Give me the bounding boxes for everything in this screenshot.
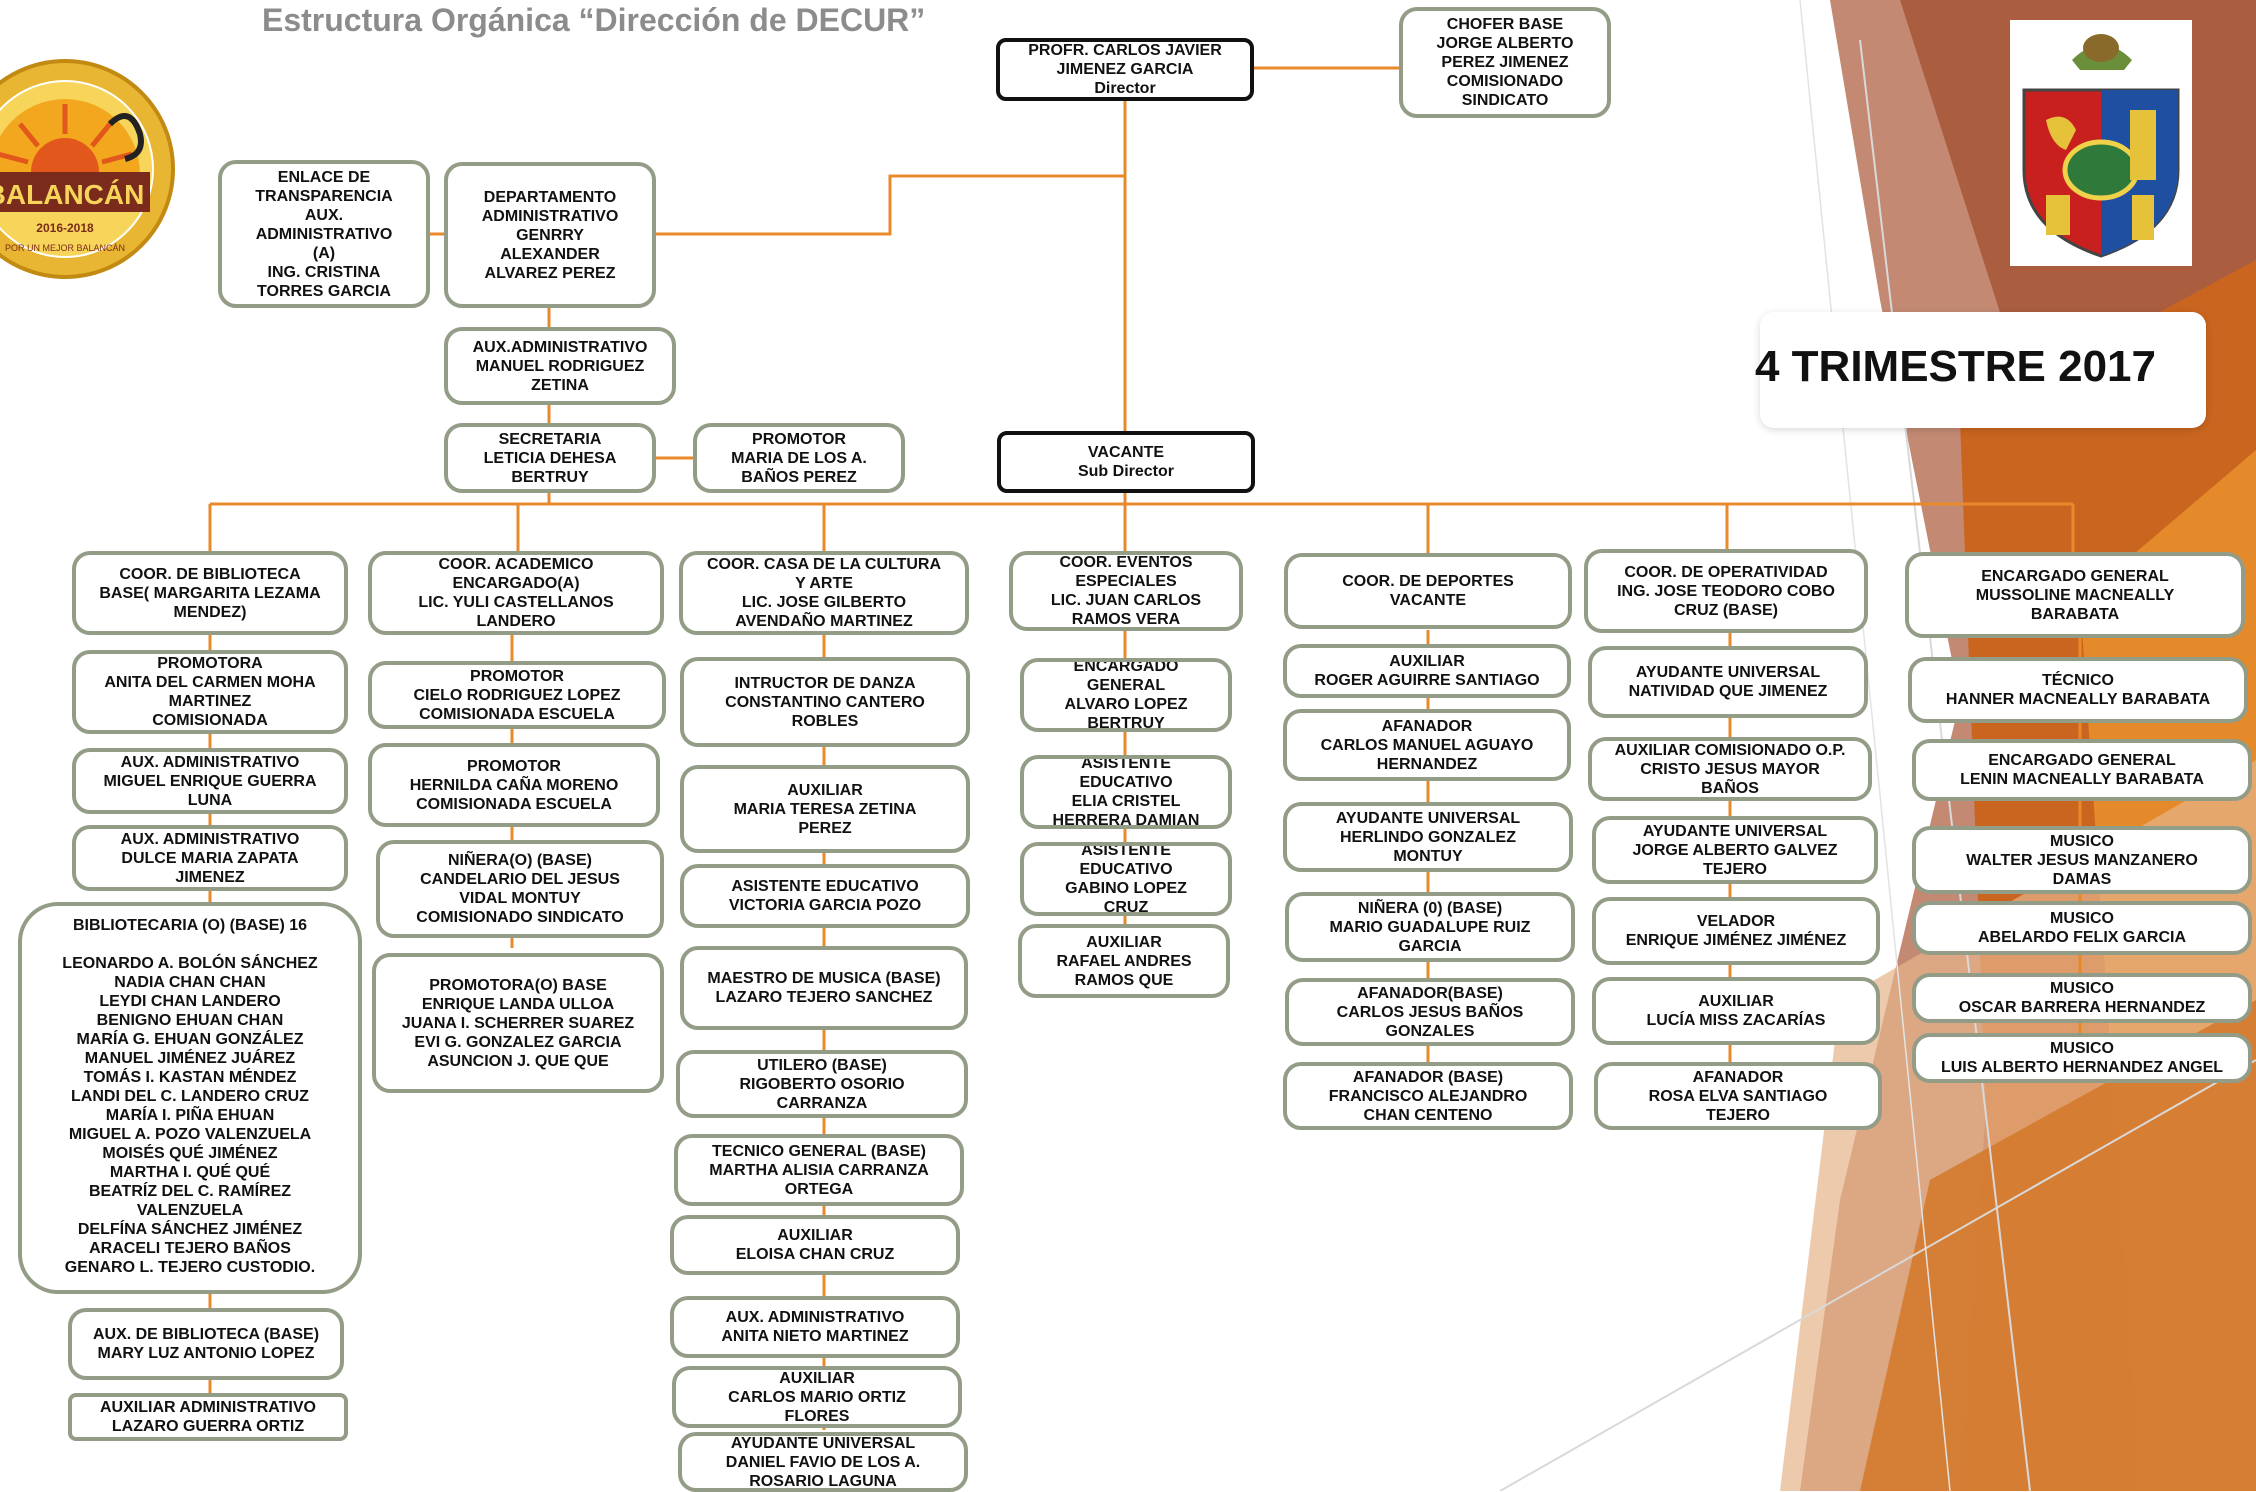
tecnico-general-box: TECNICO GENERAL (BASE) MARTHA ALISIA CAR… [674,1134,964,1206]
auxiliar-carlos-mario-box: AUXILIAR CARLOS MARIO ORTIZ FLORES [672,1366,962,1428]
chofer-box: CHOFER BASE JORGE ALBERTO PEREZ JIMENEZ … [1399,7,1611,118]
enlace-transparencia-box: ENLACE DE TRANSPARENCIA AUX. ADMINISTRAT… [218,160,430,308]
musico-walter-box: MUSICO WALTER JESUS MANZANERO DAMAS [1912,826,2252,894]
afanador-rosa-box: AFANADOR ROSA ELVA SANTIAGO TEJERO [1594,1062,1882,1130]
auxiliar-eloisa-box: AUXILIAR ELOISA CHAN CRUZ [670,1215,960,1275]
aux-administrativo-manuel-box: AUX.ADMINISTRATIVO MANUEL RODRIGUEZ ZETI… [444,327,676,405]
ayudante-natividad-box: AYUDANTE UNIVERSAL NATIVIDAD QUE JIMENEZ [1588,646,1868,718]
coor-eventos-box: COOR. EVENTOS ESPECIALES LIC. JUAN CARLO… [1009,551,1243,631]
trimester-label: 4 TRIMESTRE 2017 [1754,342,2156,391]
promotor-hernilda-box: PROMOTOR HERNILDA CAÑA MORENO COMISIONAD… [368,743,660,827]
aux-admin-miguel-box: AUX. ADMINISTRATIVO MIGUEL ENRIQUE GUERR… [72,748,348,814]
ayudante-herlindo-box: AYUDANTE UNIVERSAL HERLINDO GONZALEZ MON… [1283,802,1573,872]
coor-biblioteca-box: COOR. DE BIBLIOTECA BASE( MARGARITA LEZA… [72,551,348,635]
secretaria-box: SECRETARIA LETICIA DEHESA BERTRUY [444,423,656,493]
departamento-administrativo-box: DEPARTAMENTO ADMINISTRATIVO GENRRY ALEXA… [444,162,656,308]
promotor-cielo-box: PROMOTOR CIELO RODRIGUEZ LOPEZ COMISIONA… [368,661,666,729]
afanador-carlos-manuel-box: AFANADOR CARLOS MANUEL AGUAYO HERNANDEZ [1283,709,1571,781]
musico-luis-box: MUSICO LUIS ALBERTO HERNANDEZ ANGEL [1912,1033,2252,1083]
aux-admin-lazaro-box: AUXILIAR ADMINISTRATIVO LAZARO GUERRA OR… [68,1393,348,1441]
auxiliar-maria-teresa-box: AUXILIAR MARIA TERESA ZETINA PEREZ [680,765,970,853]
asistente-elia-box: ASISTENTE EDUCATIVO ELIA CRISTEL HERRERA… [1020,755,1232,829]
bibliotecarias-box: BIBLIOTECARIA (O) (BASE) 16 LEONARDO A. … [18,902,362,1294]
coor-deportes-box: COOR. DE DEPORTES VACANTE [1284,553,1572,629]
asistente-gabino-box: ASISTENTE EDUCATIVO GABINO LOPEZ CRUZ [1020,842,1232,916]
musico-abelardo-box: MUSICO ABELARDO FELIX GARCIA [1912,901,2252,955]
subdirector-box: VACANTE Sub Director [997,431,1255,493]
ayudante-daniel-box: AYUDANTE UNIVERSAL DANIEL FAVIO DE LOS A… [678,1432,968,1492]
svg-text:BALANCÁN: BALANCÁN [0,179,144,210]
coor-academico-box: COOR. ACADEMICO ENCARGADO(A) LIC. YULI C… [368,551,664,635]
encargado-mussoline-box: ENCARGADO GENERAL MUSSOLINE MACNEALLY BA… [1905,552,2245,638]
ayudante-jorge-box: AYUDANTE UNIVERSAL JORGE ALBERTO GALVEZ … [1592,816,1878,884]
encargado-lenin-box: ENCARGADO GENERAL LENIN MACNEALLY BARABA… [1912,739,2252,801]
ninera-mario-box: NIÑERA (0) (BASE) MARIO GUADALUPE RUIZ G… [1285,892,1575,962]
afanador-carlos-jesus-box: AFANADOR(BASE) CARLOS JESUS BAÑOS GONZAL… [1285,978,1575,1046]
tecnico-hanner-box: TÉCNICO HANNER MACNEALLY BARABATA [1908,657,2248,723]
auxiliar-roger-box: AUXILIAR ROGER AGUIRRE SANTIAGO [1283,644,1571,698]
coat-of-arms-icon [2010,20,2192,266]
maestro-musica-box: MAESTRO DE MUSICA (BASE) LAZARO TEJERO S… [680,946,968,1030]
musico-oscar-box: MUSICO OSCAR BARRERA HERNANDEZ [1912,973,2252,1023]
coor-casa-cultura-box: COOR. CASA DE LA CULTURA Y ARTE LIC. JOS… [679,551,969,635]
aux-admin-anita-box: AUX. ADMINISTRATIVO ANITA NIETO MARTINEZ [670,1296,960,1358]
svg-text:POR UN MEJOR BALANCÁN: POR UN MEJOR BALANCÁN [5,243,125,253]
coor-operatividad-box: COOR. DE OPERATIVIDAD ING. JOSE TEODORO … [1584,549,1868,633]
utilero-box: UTILERO (BASE) RIGOBERTO OSORIO CARRANZA [676,1050,968,1118]
afanador-francisco-box: AFANADOR (BASE) FRANCISCO ALEJANDRO CHAN… [1283,1062,1573,1130]
municipal-logo: BALANCÁN 2016-2018 POR UN MEJOR BALANCÁN [0,59,175,279]
svg-text:2016-2018: 2016-2018 [36,221,94,235]
director-box: PROFR. CARLOS JAVIER JIMENEZ GARCIA Dire… [996,38,1254,101]
instructor-danza-box: INTRUCTOR DE DANZA CONSTANTINO CANTERO R… [680,657,970,747]
trimester-banner: 4 TRIMESTRE 2017 [1755,312,2206,428]
aux-admin-dulce-box: AUX. ADMINISTRATIVO DULCE MARIA ZAPATA J… [72,825,348,891]
promotora-base-box: PROMOTORA(O) BASE ENRIQUE LANDA ULLOA JU… [372,953,664,1093]
aux-biblioteca-mary-box: AUX. DE BIBLIOTECA (BASE) MARY LUZ ANTON… [68,1308,344,1380]
encargado-alvaro-box: ENCARGADO GENERAL ALVARO LOPEZ BERTRUY [1020,658,1232,732]
promotor-maria-box: PROMOTOR MARIA DE LOS A. BAÑOS PEREZ [693,423,905,493]
promotora-anita-box: PROMOTORA ANITA DEL CARMEN MOHA MARTINEZ… [72,650,348,734]
ninera-candelario-box: NIÑERA(O) (BASE) CANDELARIO DEL JESUS VI… [376,840,664,938]
velador-enrique-box: VELADOR ENRIQUE JIMÉNEZ JIMÉNEZ [1592,897,1880,965]
chart-title: Estructura Orgánica “Dirección de DECUR” [262,2,926,38]
asistente-victoria-box: ASISTENTE EDUCATIVO VICTORIA GARCIA POZO [680,864,970,928]
auxiliar-cristo-box: AUXILIAR COMISIONADO O.P. CRISTO JESUS M… [1588,737,1872,801]
auxiliar-lucia-box: AUXILIAR LUCÍA MISS ZACARÍAS [1592,977,1880,1045]
auxiliar-rafael-box: AUXILIAR RAFAEL ANDRES RAMOS QUE [1018,924,1230,998]
